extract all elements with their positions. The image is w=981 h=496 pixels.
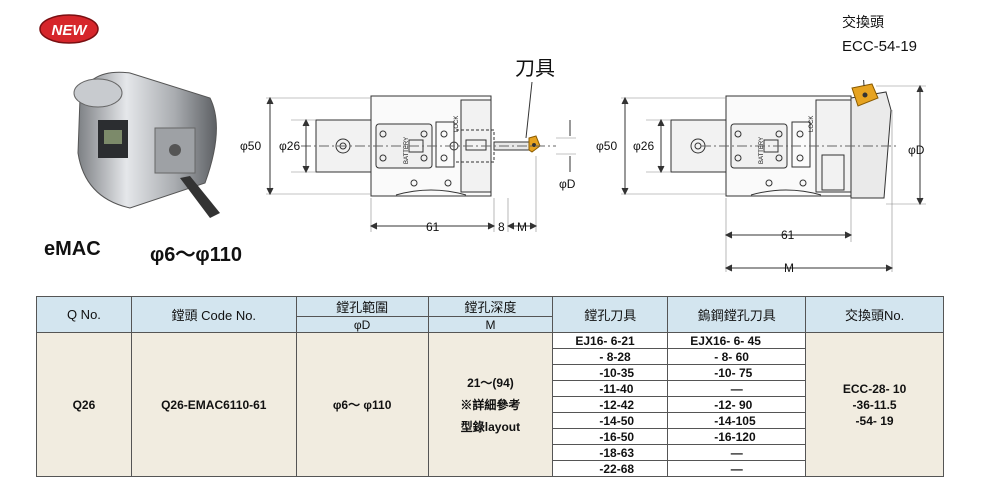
carbide-tool-7: — xyxy=(667,444,807,461)
dim-M-right: M xyxy=(784,261,794,275)
bore-tool-7: -18-63 xyxy=(552,444,669,461)
lock-label-left: LOCK xyxy=(454,116,460,132)
bore-tool-4: -12-42 xyxy=(552,396,669,413)
row-note2: 型錄layout xyxy=(460,419,521,434)
header-bore-depth: 鏜孔深度 xyxy=(427,296,554,317)
bore-tool-5: -14-50 xyxy=(552,412,669,429)
carbide-tool-2: -10- 75 xyxy=(667,364,807,381)
dim-8: 8 xyxy=(498,220,505,234)
carbide-tool-3: — xyxy=(667,380,807,397)
dim-phi26-right: φ26 xyxy=(633,139,654,153)
dim-61-right: 61 xyxy=(781,228,795,242)
carbide-tool-4: -12- 90 xyxy=(667,396,807,413)
bore-tool-2: -10-35 xyxy=(552,364,669,381)
new-badge-text: NEW xyxy=(52,22,89,39)
exchange-head-code: ECC-54-19 xyxy=(842,38,918,55)
row-depth: 21～(94) xyxy=(467,375,514,390)
header-bore-range: 鏜孔範圍 xyxy=(295,296,429,317)
carbide-tool-5: -14-105 xyxy=(667,412,807,429)
lock-label-right: LOCK xyxy=(809,116,815,132)
cutter-label: 刀具 xyxy=(515,56,555,80)
exchange-line-0: ECC-28- 10 xyxy=(842,381,907,396)
bore-tool-3: -11-40 xyxy=(552,380,669,397)
row-range: φ6～ φ110 xyxy=(295,332,429,477)
product-photo xyxy=(73,71,220,218)
dim-phi50-right: φ50 xyxy=(596,139,617,153)
exchange-line-2: -54- 19 xyxy=(855,413,894,428)
header-exchange: 交換頭No. xyxy=(805,296,944,333)
battery-label-left: BATTERY xyxy=(404,137,410,164)
header-carbide-tool: 鎢鋼鏜孔刀具 xyxy=(667,296,807,333)
dim-61-left: 61 xyxy=(426,220,440,234)
bore-tool-0: EJ16- 6-21 xyxy=(552,332,669,349)
technical-drawing: φ50 φ26 φD 61 8 M BATTERY LOCK xyxy=(240,80,926,275)
new-badge: NEW xyxy=(39,14,99,44)
bore-tool-8: -22-68 xyxy=(552,460,669,477)
exchange-head-label: 交換頭 xyxy=(842,15,884,31)
header-bore-range-unit: φD xyxy=(295,316,429,333)
dim-phi50-left: φ50 xyxy=(240,139,261,153)
spec-table: Q No. 鏜頭 Code No. 鏜孔範圍 鏜孔深度 鏜孔刀具 鎢鋼鏜孔刀具 … xyxy=(36,296,944,477)
dim-M-left: M xyxy=(517,220,527,234)
left-drawing xyxy=(266,81,576,232)
carbide-tool-8: — xyxy=(667,460,807,477)
bore-tool-6: -16-50 xyxy=(552,428,669,445)
carbide-tool-6: -16-120 xyxy=(667,428,807,445)
dim-phi26-left: φ26 xyxy=(279,139,300,153)
carbide-tool-1: - 8- 60 xyxy=(667,348,807,365)
header-qno: Q No. xyxy=(36,296,132,333)
bore-tool-1: - 8-28 xyxy=(552,348,669,365)
row-exchange-cell: ECC-28- 10 -36-11.5 -54- 19 xyxy=(805,332,944,477)
row-qno: Q26 xyxy=(36,332,132,477)
battery-label-right: BATTERY xyxy=(759,137,765,164)
product-name: eMAC xyxy=(44,238,101,260)
header-bore-tool: 鏜孔刀具 xyxy=(552,296,669,333)
carbide-tool-0: EJX16- 6- 45 xyxy=(667,332,807,349)
dim-phiD-left: φD xyxy=(559,177,576,191)
product-range: φ6～φ110 xyxy=(150,244,243,266)
header-code: 鏜頭 Code No. xyxy=(130,296,297,333)
header-bore-depth-unit: M xyxy=(427,316,554,333)
dim-phiD-right: φD xyxy=(908,143,925,157)
exchange-line-1: -36-11.5 xyxy=(852,397,897,412)
row-code: Q26-EMAC6110-61 xyxy=(130,332,297,477)
row-depth-cell: 21～(94) ※詳細參考 型錄layout xyxy=(427,332,554,477)
row-note1: ※詳細參考 xyxy=(460,397,521,412)
right-drawing xyxy=(621,80,926,272)
